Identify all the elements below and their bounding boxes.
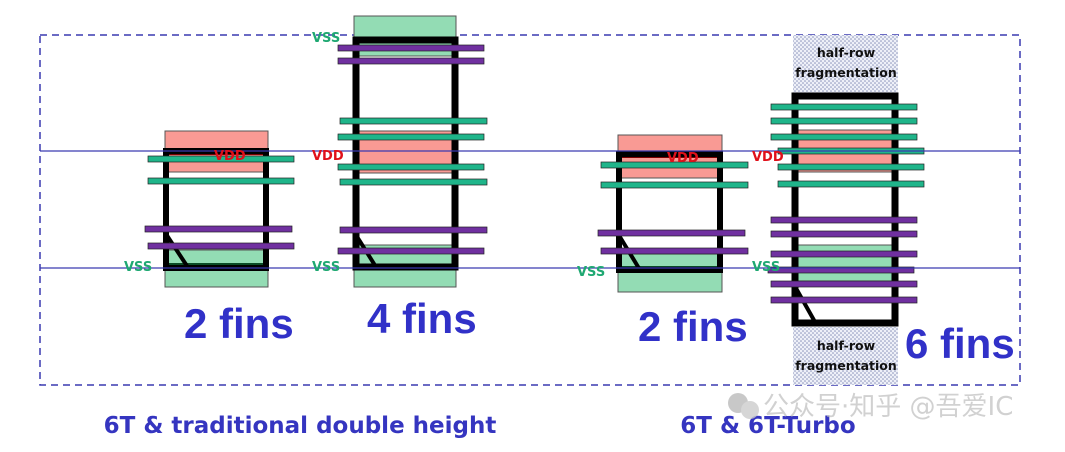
watermark: 公众号·知乎 @吾爱IC <box>728 392 1013 422</box>
pfin <box>337 44 485 52</box>
half-row-fragmentation-top <box>793 35 898 93</box>
half-row-label: half-row <box>817 338 876 353</box>
vdd-label: VDD <box>667 151 699 166</box>
nfin <box>770 117 918 125</box>
half-row-label: half-row <box>817 45 876 60</box>
vss-label: VSS <box>577 265 605 280</box>
pfin <box>770 250 918 258</box>
cell-6t-turbo-6fins <box>767 92 925 327</box>
cell-frame <box>352 36 459 271</box>
fins-label: 2 fins <box>184 300 294 347</box>
nfin <box>600 161 749 169</box>
contact-line <box>795 289 817 323</box>
vss-label: VSS <box>752 260 780 275</box>
caption-left: 6T & traditional double height <box>104 413 497 439</box>
cell-double-height-4fins <box>337 15 488 288</box>
nfin <box>337 163 485 171</box>
pfin <box>144 225 293 233</box>
pfin <box>770 216 918 224</box>
vdd-label: VDD <box>214 149 246 164</box>
vss-region <box>796 244 896 282</box>
pfin <box>770 230 918 238</box>
pfin <box>770 296 918 304</box>
fins-label: 4 fins <box>367 295 477 342</box>
cell-6t-2fins-right <box>597 134 749 293</box>
cell-frame <box>616 151 723 273</box>
nfin <box>777 180 925 188</box>
fragmentation-label: fragmentation <box>795 65 897 80</box>
nfin <box>147 177 295 185</box>
vss-label: VSS <box>312 260 340 275</box>
caption-right: 6T & 6T-Turbo <box>680 413 855 439</box>
pfin <box>337 247 485 255</box>
vdd-label: VDD <box>752 150 784 165</box>
nfin <box>339 117 488 125</box>
pfin <box>597 229 746 237</box>
contact-line <box>164 232 189 268</box>
pfin <box>337 57 485 65</box>
nfin <box>777 163 925 171</box>
nfin <box>339 178 488 186</box>
vdd-label: VDD <box>312 149 344 164</box>
nfin <box>770 133 918 141</box>
fragmentation-label: fragmentation <box>795 358 897 373</box>
pfin <box>600 247 749 255</box>
fins-label: 6 fins <box>905 320 1015 367</box>
watermark-text: 公众号·知乎 @吾爱IC <box>763 392 1013 422</box>
cell-frame <box>791 92 899 327</box>
pfin <box>147 242 295 250</box>
wechat-icon <box>741 401 759 419</box>
vss-label: VSS <box>124 260 152 275</box>
pfin <box>339 226 488 234</box>
pfin <box>770 280 918 288</box>
vss-label: VSS <box>312 31 340 46</box>
nfin <box>770 103 918 111</box>
half-row-fragmentation-bottom <box>793 327 898 385</box>
fins-label: 2 fins <box>638 303 748 350</box>
pfin <box>767 266 915 274</box>
row-boundary-dashed <box>39 34 1021 386</box>
nfin <box>337 133 485 141</box>
nfin <box>600 181 749 189</box>
nfin <box>147 155 295 163</box>
